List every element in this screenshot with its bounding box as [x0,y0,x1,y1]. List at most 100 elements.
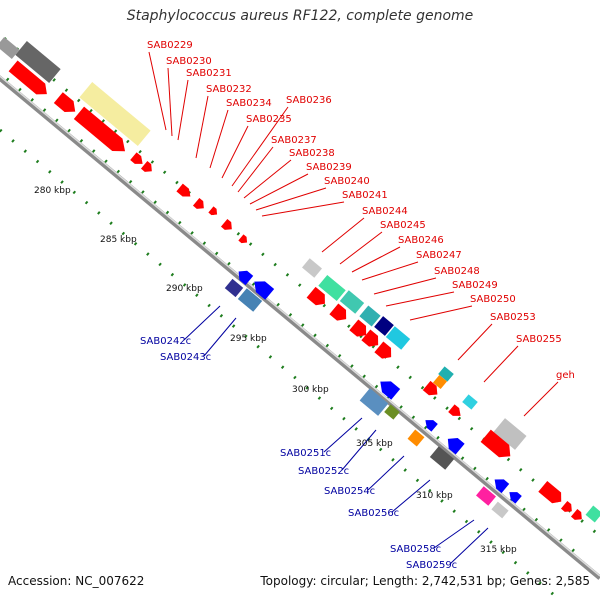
leader-line [177,79,189,141]
feature-forward-11[interactable] [306,286,330,309]
feature-reverse-grey[interactable] [429,446,455,470]
genome-summary: Topology: circular; Length: 2,742,531 bp… [260,574,590,588]
gene-label-forward[interactable]: SAB0231 [186,68,232,79]
feature-reverse-6[interactable] [491,475,510,494]
feature-reverse-orange[interactable] [407,429,425,447]
leader-line [523,381,559,417]
feature-orange-1[interactable] [432,374,448,390]
gene-label-forward[interactable]: SAB0241 [342,190,388,201]
gene-label-forward[interactable]: SAB0245 [380,220,426,231]
gene-label-forward[interactable]: SAB0229 [147,40,193,51]
feature-forward-8[interactable] [208,206,219,217]
feature-forward-13[interactable] [349,319,370,341]
gene-label-forward[interactable]: SAB0253 [490,312,536,323]
feature-forward-17[interactable] [448,404,464,419]
feature-forward-2[interactable] [53,92,80,117]
gene-label-reverse[interactable]: SAB0251c [280,448,331,459]
feature-forward-18[interactable] [480,429,516,463]
feature-teal-2[interactable] [438,366,454,382]
feature-cyan-2[interactable] [462,394,478,410]
feature-forward-6[interactable] [176,183,193,201]
feature-forward-4[interactable] [130,152,146,167]
gene-label-reverse[interactable]: SAB0256c [348,508,399,519]
feature-reverse-4[interactable] [422,416,438,432]
kbp-tick-label: 315 kbp [480,545,517,555]
feature-reverse-2[interactable] [250,276,275,300]
feature-forward-1[interactable] [8,60,52,100]
feature-reverse-lightgrey[interactable] [491,501,509,519]
feature-teal-1[interactable] [359,305,381,327]
gene-label-forward[interactable]: SAB0236 [286,95,332,106]
feature-reverse-steel-2[interactable] [359,388,389,416]
gene-label-forward[interactable]: SAB0248 [434,266,480,277]
leader-line [249,173,309,205]
feature-navy-1[interactable] [374,316,394,336]
gene-label-forward[interactable]: SAB0244 [362,206,408,217]
feature-forward-9[interactable] [220,218,235,233]
feature-reverse-5[interactable] [443,434,465,455]
feature-grey-block-2[interactable] [0,36,20,60]
kbp-tick-label: 305 kbp [356,439,393,449]
gene-label-reverse[interactable]: SAB0252c [298,466,349,477]
feature-reverse-3[interactable] [376,376,401,400]
gene-label-forward[interactable]: SAB0237 [271,135,317,146]
feature-forward-15[interactable] [374,341,395,363]
feature-forward-7[interactable] [192,197,207,212]
gene-label-forward[interactable]: SAB0249 [452,280,498,291]
feature-forward-19[interactable] [538,480,565,507]
feature-reverse-steel-1[interactable] [237,288,263,312]
feature-rna-block[interactable] [79,81,151,147]
feature-reverse-navy[interactable] [224,278,244,298]
feature-forward-10[interactable] [238,234,249,245]
leader-line [457,323,493,361]
feature-grey-block-1[interactable] [15,41,61,83]
gene-label-forward[interactable]: SAB0234 [226,98,272,109]
gene-label-forward[interactable]: SAB0246 [398,235,444,246]
feature-grey-block-3[interactable] [493,418,527,450]
feature-forward-5[interactable] [140,160,155,175]
feature-forward-12[interactable] [329,303,350,325]
leader-line [433,519,475,549]
gene-label-forward[interactable]: SAB0239 [306,162,352,173]
feature-forward-14[interactable] [361,329,382,351]
gene-label-forward[interactable]: SAB0232 [206,84,252,95]
kbp-tick-label: 285 kbp [100,235,137,245]
feature-forward-16[interactable] [422,380,441,399]
leader-line [203,317,237,357]
leader-line [449,527,489,565]
kbp-tick-label: 280 kbp [34,186,71,196]
gene-label-forward[interactable]: SAB0255 [516,334,562,345]
gene-label-reverse[interactable]: SAB0258c [390,544,441,555]
gene-label-forward[interactable]: SAB0250 [470,294,516,305]
gene-label-reverse[interactable]: SAB0243c [160,352,211,363]
gene-label-reverse[interactable]: SAB0254c [324,486,375,497]
feature-reverse-magenta[interactable] [476,486,496,506]
feature-aqua-2[interactable] [339,290,365,314]
feature-reverse-1[interactable] [235,267,254,286]
gene-label-forward[interactable]: geh [556,370,575,381]
leader-line [361,261,419,281]
track-guide-3 [0,128,561,600]
feature-aqua-1[interactable] [318,274,346,302]
feature-aqua-3[interactable] [585,505,600,523]
leader-line [351,246,401,273]
gene-label-reverse[interactable]: SAB0242c [140,336,191,347]
gene-label-forward[interactable]: SAB0247 [416,250,462,261]
leader-line [237,146,274,193]
gene-label-forward[interactable]: SAB0235 [246,114,292,125]
gene-label-forward[interactable]: SAB0238 [289,148,335,159]
gene-label-forward[interactable]: SAB0230 [166,56,212,67]
gene-label-forward[interactable]: SAB0240 [324,176,370,187]
gene-label-reverse[interactable]: SAB0259c [406,560,457,571]
leader-line [261,201,345,217]
feature-reverse-olive[interactable] [384,404,400,420]
feature-forward-20[interactable] [560,500,575,515]
feature-reverse-7[interactable] [506,488,522,504]
feature-grey-small[interactable] [302,258,322,278]
feature-forward-21[interactable] [570,508,585,523]
feature-cyan-1[interactable] [385,326,411,350]
feature-forward-3[interactable] [73,106,130,158]
tick-marks [0,32,600,600]
